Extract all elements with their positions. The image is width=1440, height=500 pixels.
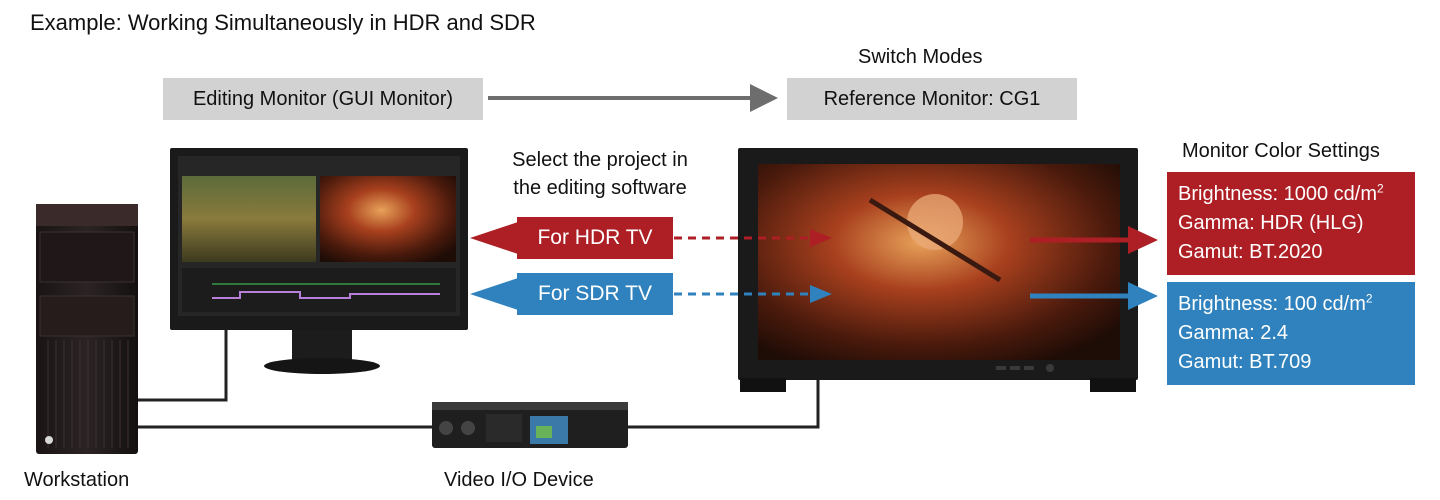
- video-io-illustration: [432, 402, 628, 448]
- select-project-note: Select the project in the editing softwa…: [488, 146, 712, 202]
- hdr-settings-arrow: [1030, 226, 1158, 254]
- sdr-gamut: Gamut: BT.709: [1178, 351, 1312, 373]
- sdr-brightness: Brightness: 100 cd/m2: [1178, 290, 1415, 319]
- hdr-gamut: Gamut: BT.2020: [1178, 241, 1323, 263]
- sdr-brightness-value: 100 cd/m: [1283, 293, 1366, 315]
- sdr-brightness-label: Brightness:: [1178, 293, 1284, 315]
- sdr-tag: For SDR TV: [517, 273, 673, 315]
- workstation-tower: [36, 204, 138, 454]
- workstation-label: Workstation: [24, 469, 130, 491]
- hdr-gamma: Gamma: HDR (HLG): [1178, 212, 1364, 234]
- hdr-tag-label: For HDR TV: [537, 226, 653, 249]
- sdr-settings-box: Brightness: 100 cd/m2 Gamma: 2.4 Gamut: …: [1167, 282, 1415, 385]
- select-project-line-2: the editing software: [513, 177, 687, 199]
- sdr-dashed-arrow: [674, 285, 832, 303]
- reference-monitor-label: Reference Monitor: CG1: [823, 87, 1041, 110]
- cables: [138, 330, 820, 429]
- sdr-gamma: Gamma: 2.4: [1178, 322, 1289, 344]
- sdr-settings-arrow: [1030, 282, 1158, 310]
- page-title: Example: Working Simultaneously in HDR a…: [30, 10, 536, 35]
- sdr-brightness-sup: 2: [1365, 291, 1373, 306]
- select-project-line-1: Select the project in: [512, 149, 688, 171]
- editing-monitor-box: Editing Monitor (GUI Monitor): [163, 78, 483, 120]
- switch-modes-label: Switch Modes: [858, 46, 983, 68]
- editing-monitor-illustration: [170, 148, 468, 374]
- hdr-tag: For HDR TV: [517, 217, 673, 259]
- hdr-brightness-value: 1000 cd/m: [1283, 183, 1377, 205]
- sdr-tag-label: For SDR TV: [538, 282, 652, 305]
- hdr-brightness: Brightness: 1000 cd/m2: [1178, 180, 1415, 209]
- video-io-label: Video I/O Device: [444, 469, 594, 491]
- hdr-brightness-label: Brightness:: [1178, 183, 1284, 205]
- switch-arrow: [488, 84, 778, 112]
- hdr-settings-box: Brightness: 1000 cd/m2 Gamma: HDR (HLG) …: [1167, 172, 1415, 275]
- hdr-dashed-arrow: [674, 229, 832, 247]
- monitor-color-settings-heading: Monitor Color Settings: [1182, 140, 1380, 162]
- reference-monitor-illustration: [738, 148, 1138, 392]
- reference-monitor-box: Reference Monitor: CG1: [787, 78, 1077, 120]
- hdr-brightness-sup: 2: [1377, 181, 1384, 196]
- editing-monitor-label: Editing Monitor (GUI Monitor): [192, 87, 454, 110]
